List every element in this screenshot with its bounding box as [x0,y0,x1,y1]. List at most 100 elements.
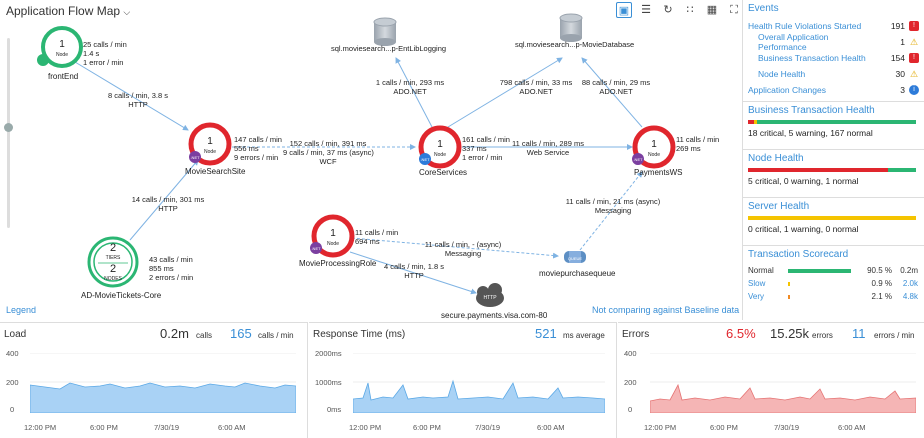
cluster-icon[interactable]: ∷ [686,4,694,16]
fullscreen-icon[interactable]: ⛶ [730,4,738,16]
scorecard-row: Slow 0.9 % 2.0k [748,277,919,290]
x-tick: 7/30/19 [774,423,800,432]
http-cloud-icon[interactable] [476,283,504,307]
refresh-icon[interactable]: ↻ [663,4,673,16]
stat-line: 43 calls / min [149,255,193,264]
node-stats: 161 calls / min 337 ms 1 error / min [462,135,510,162]
errors-title: Errors [622,329,650,340]
legend-link[interactable]: Legend [6,305,37,315]
node-type-label: Node [648,152,660,158]
stat-line: 9 errors / min [234,153,279,162]
flow-layout-icon[interactable]: ▣ [616,2,632,18]
scorecard-label[interactable]: Slow [748,279,766,288]
edge-label: 88 calls / min, 29 ms ADO.NET [576,78,656,96]
stat-line: 25 calls / min [83,40,127,49]
queue-badge: QUEUE [567,256,583,261]
event-row[interactable]: Node Health 30 ⚠ [748,66,919,82]
stat-line: 1.4 s [83,49,100,58]
scorecard-label[interactable]: Very [748,292,765,301]
server-health-title[interactable]: Server Health [748,201,810,212]
stat-line: 11 calls / min [355,228,399,237]
load-panel[interactable]: Load 0.2m calls 165 calls / min 400 200 … [0,322,308,438]
side-panel: Events Health Rule Violations Started 19… [742,0,924,320]
edge-label-line: Messaging [594,206,632,215]
scorecard-pct: 0.9 % [871,279,892,288]
critical-icon: ! [909,53,919,63]
y-tick: 400 [624,349,637,358]
event-row[interactable]: Health Rule Violations Started 191 ! [748,18,919,34]
scorecard-value[interactable]: 2.0k [902,279,918,288]
database-icon-left[interactable] [373,17,397,46]
map-toolbar: ▣ ☰ ↻ ∷ ▦ ⛶ [616,2,742,18]
node-name-frontend[interactable]: frontEnd [48,72,79,81]
normal-segment [757,120,916,124]
node-stats: 11 calls / min 269 ms [676,135,719,153]
tier-nodes-label: NODES [104,276,122,282]
errors-panel[interactable]: Errors 6.5% 15.25k errors 11 errors / mi… [618,322,924,438]
edge-label: 11 calls / min, - (async) Messaging [418,240,508,258]
node-processing[interactable] [310,214,355,258]
zoom-slider-handle[interactable] [4,123,13,132]
node-name-payments[interactable]: PaymentsWS [634,168,683,177]
queue-icon[interactable] [564,251,586,263]
node-name-moviesearch[interactable]: MovieSearchSite [185,167,246,176]
info-icon: i [909,85,919,95]
node-frontend[interactable] [37,26,83,68]
x-tick: 6:00 AM [218,423,246,432]
node-moviesearch[interactable] [188,122,232,166]
baseline-link[interactable]: Not comparing against Baseline data [592,305,740,315]
event-row[interactable]: Business Transaction Health 154 ! [748,50,919,66]
chevron-down-icon: ⌵ [123,7,131,17]
bt-health-title[interactable]: Business Transaction Health [748,105,875,116]
warning-segment [748,216,916,220]
http-name[interactable]: secure.payments.visa.com-80 [441,311,548,320]
node-stats: 147 calls / min 556 ms 9 errors / min [234,135,282,162]
database-icon-right[interactable] [559,13,583,42]
map-title-dropdown[interactable]: Application Flow Map ⌵ [6,4,130,18]
event-row[interactable]: Application Changes 3 i [748,82,919,98]
flow-edges [74,57,643,295]
node-name-processing[interactable]: MovieProcessingRole [299,259,377,268]
edge-processing-queue [351,237,559,259]
tier-name[interactable]: AD-MovieTickets-Core [81,291,162,300]
scorecard-title[interactable]: Transaction Scorecard [748,249,849,260]
node-count: 1 [207,136,213,147]
stat-line: 269 ms [676,144,701,153]
arrange-icon[interactable]: ▦ [706,4,718,16]
db-name-right[interactable]: sql.moviesearch...p-MovieDatabase [515,40,635,49]
scorecard-row: Very 2.1 % 4.8k [748,290,919,303]
x-tick: 6:00 PM [90,423,118,432]
server-health-section: Server Health 0 critical, 1 warning, 0 n… [743,198,924,246]
scorecard-bar [788,281,858,286]
node-payments[interactable] [632,125,676,169]
db-name-left[interactable]: sql.moviesearch...p-EntLibLogging [331,44,447,53]
event-label[interactable]: Overall Application Performance [758,32,829,52]
event-label[interactable]: Application Changes [748,85,826,95]
zoom-slider[interactable] [7,38,10,228]
warning-icon: ⚠ [909,69,919,79]
list-view-icon[interactable]: ☰ [641,4,651,16]
tier-count: 2 [109,242,117,254]
scorecard-value[interactable]: 4.8k [902,292,918,301]
event-label[interactable]: Node Health [758,69,806,79]
errors-value: 15.25k [770,326,810,341]
event-row[interactable]: Overall Application Performance 1 ⚠ [748,32,919,52]
node-count: 1 [437,139,443,150]
node-health-title[interactable]: Node Health [748,153,804,164]
load-title: Load [4,329,27,340]
node-name-core[interactable]: CoreServices [419,168,468,177]
node-core[interactable] [418,125,462,169]
load-sparkline [30,353,296,413]
tier-ad-movietickets[interactable] [87,236,139,288]
event-label[interactable]: Business Transaction Health [758,53,866,63]
queue-name[interactable]: moviepurchasequeue [539,269,616,278]
event-count: 191 [890,21,905,31]
errors-rate: 11 [852,326,866,341]
response-time-panel[interactable]: Response Time (ms) 521 ms average 2000ms… [309,322,617,438]
events-title[interactable]: Events [748,3,779,14]
edge-label: 8 calls / min, 3.8 s HTTP [103,91,173,109]
y-tick: 2000ms [315,349,342,358]
event-label[interactable]: Health Rule Violations Started [748,21,862,31]
edge-label-line: 1 calls / min, 293 ms [375,78,445,87]
map-title: Application Flow Map [6,4,121,18]
